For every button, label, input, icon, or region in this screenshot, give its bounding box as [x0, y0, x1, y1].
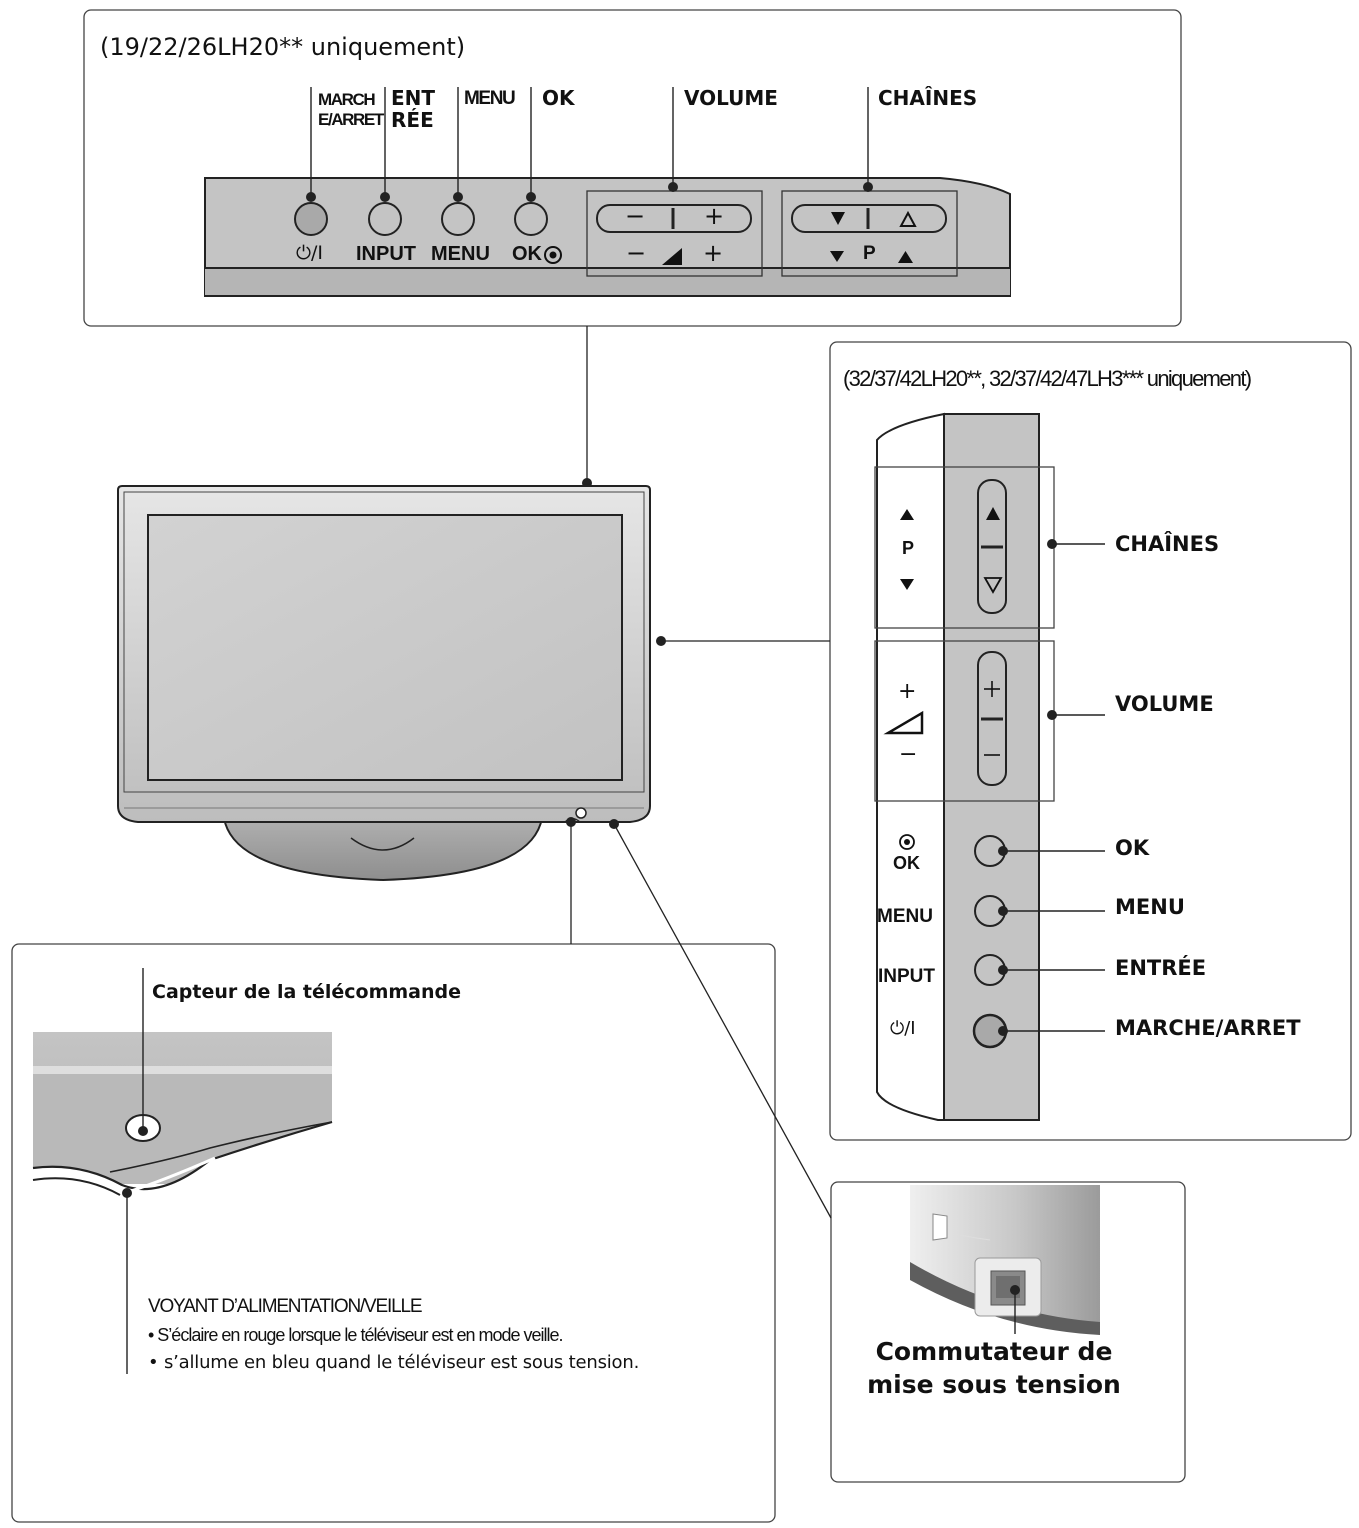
- sensor-label: Capteur de la télécommande: [152, 981, 462, 1003]
- top-panel-title: (19/22/26LH20** uniquement): [100, 33, 466, 61]
- top-volume-minus: −: [626, 239, 647, 267]
- side-prog-down-icon: [900, 579, 914, 590]
- top-callout-dots: [306, 182, 873, 202]
- side-power-label: ⏻/I: [890, 1018, 916, 1039]
- tv-screen: [147, 514, 623, 781]
- top-prog-label: P: [863, 243, 876, 264]
- top-callout-lines: [310, 87, 869, 197]
- top-bezel-illustration: [204, 177, 1011, 297]
- right-panel-title: (32/37/42LH20**, 32/37/42/47LH3*** uniqu…: [843, 366, 1252, 391]
- side-plus-label: +: [898, 679, 917, 704]
- connector-switch: [613, 823, 832, 1219]
- top-ok-dot-icon: [544, 246, 562, 264]
- top-input-label: INPUT: [356, 243, 416, 265]
- callout-input-l1: ENT: [391, 86, 436, 110]
- top-channel-down-icon: [831, 212, 845, 225]
- top-channel-up-outline-icon: [899, 210, 917, 227]
- callout-input-l2: RÉE: [391, 108, 434, 132]
- sensor-closeup-illustration: [32, 1032, 333, 1196]
- label-menu: MENU: [1115, 895, 1185, 919]
- top-rocker-minus: −: [625, 202, 646, 230]
- label-input: ENTRÉE: [1115, 956, 1207, 980]
- top-power-label: ⏻/I: [296, 242, 324, 264]
- top-volume-symbol-icon: [662, 248, 682, 265]
- side-channel-down-outline-icon: [983, 577, 1003, 594]
- label-volume: VOLUME: [1115, 692, 1214, 716]
- callout-ok: OK: [542, 86, 575, 110]
- side-ok-label: OK: [893, 853, 920, 873]
- side-panel-illustration: [874, 412, 1055, 1121]
- side-minus-label: −: [899, 742, 918, 767]
- top-menu-button[interactable]: [441, 202, 475, 236]
- label-power: MARCHE/ARRET: [1115, 1016, 1301, 1040]
- top-ok-label: OK: [512, 243, 542, 265]
- power-switch-photo: [910, 1185, 1100, 1335]
- top-ok-button[interactable]: [514, 202, 548, 236]
- side-input-label: INPUT: [878, 966, 935, 987]
- switch-label-l1: Commutateur de: [875, 1337, 1113, 1366]
- side-volume-group-frame: [874, 640, 1055, 802]
- top-volume-plus: +: [703, 239, 724, 267]
- callout-power-l1: MARCH: [318, 90, 376, 109]
- callout-volume: VOLUME: [684, 86, 778, 110]
- side-volume-symbol-icon: [883, 710, 924, 735]
- side-channel-up-icon: [986, 507, 1000, 520]
- side-ok-dot-icon: [899, 834, 915, 850]
- tv-illustration: [117, 485, 651, 882]
- top-rocker-plus: +: [704, 202, 725, 230]
- tv-sensor-mark: [575, 807, 587, 819]
- side-menu-label: MENU: [877, 906, 933, 927]
- side-prog-up-icon: [900, 509, 914, 520]
- label-ok: OK: [1115, 836, 1150, 860]
- switch-label-l2: mise sous tension: [867, 1370, 1121, 1399]
- top-power-button[interactable]: [294, 202, 328, 236]
- top-channel-up-small-icon: [898, 251, 913, 263]
- callout-menu: MENU: [464, 88, 516, 109]
- label-channels: CHAÎNES: [1115, 532, 1220, 556]
- led-bullet-1: • S’éclaire en rouge lorsque le télévise…: [148, 1325, 564, 1345]
- right-callout-dots: [998, 539, 1057, 1036]
- side-prog-label: P: [902, 538, 915, 558]
- callout-power-l2: E/ARRET: [318, 110, 384, 129]
- led-bullet-2: • s’allume en bleu quand le téléviseur e…: [148, 1352, 640, 1373]
- led-title: VOYANT D’ALIMENTATION/VEILLE: [148, 1296, 422, 1317]
- right-callout-lines: [1003, 543, 1105, 1032]
- top-input-button[interactable]: [368, 202, 402, 236]
- top-channel-down-small-icon: [830, 251, 844, 262]
- tv-stand: [222, 817, 544, 882]
- callout-channels: CHAÎNES: [878, 86, 978, 110]
- top-menu-label: MENU: [431, 243, 490, 265]
